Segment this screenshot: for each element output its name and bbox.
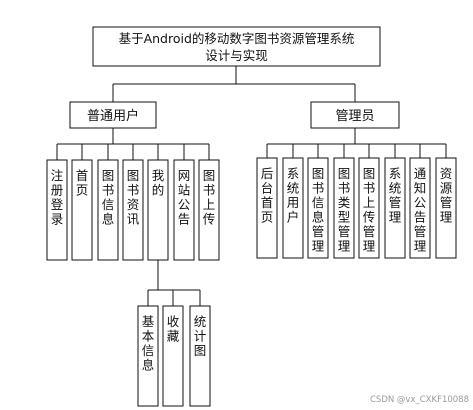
user-feature-label: 我的 — [152, 168, 165, 198]
user-feature-label: 图书上传 — [203, 168, 216, 227]
admin-group-label: 管理员 — [335, 109, 374, 124]
admin-feature-label: 图书信息管理 — [312, 166, 325, 254]
admin-feature-node: 图书上传管理 — [358, 157, 380, 259]
user-feature-label: 图书资讯 — [127, 168, 140, 227]
admin-feature-label: 资源管理 — [440, 166, 453, 225]
user-feature-node: 图书信息 — [97, 159, 119, 261]
admin-feature-label: 图书类型管理 — [338, 166, 351, 254]
mine-feature-label: 收藏 — [167, 314, 180, 344]
admin-feature-node: 资源管理 — [435, 157, 457, 259]
user-feature-label: 图书信息 — [102, 168, 115, 227]
watermark: CSDN @vx_CXKF10088 — [369, 395, 469, 405]
admin-feature-label: 通知公告管理 — [414, 166, 427, 254]
user-feature-label: 网站公告 — [178, 168, 191, 227]
root-node: 基于Android的移动数字图书资源管理系统 设计与实现 — [92, 26, 381, 67]
user-feature-node: 注册登录 — [46, 159, 68, 261]
user-feature-label: 注册登录 — [51, 168, 64, 227]
admin-feature-node: 系统管理 — [384, 157, 406, 259]
connectors — [56, 66, 447, 306]
user-feature-label: 首页 — [76, 168, 89, 198]
admin-feature-node: 图书类型管理 — [333, 157, 355, 259]
mine-feature-node: 收藏 — [162, 305, 184, 407]
admin-feature-label: 系统管理 — [389, 166, 402, 225]
mine-feature-label: 基本信息 — [142, 314, 155, 373]
user-feature-node: 图书上传 — [198, 159, 220, 261]
root-title-line1: 基于Android的移动数字图书资源管理系统 — [119, 31, 355, 46]
mine-feature-node: 统计图 — [189, 305, 211, 407]
root-title-line2: 设计与实现 — [205, 48, 268, 63]
user-feature-node: 图书资讯 — [122, 159, 144, 261]
admin-feature-node: 后台首页 — [256, 157, 278, 259]
admin-feature-label: 图书上传管理 — [363, 166, 376, 254]
admin-feature-node: 图书信息管理 — [307, 157, 329, 259]
admin-group-node: 管理员 — [310, 101, 400, 129]
admin-feature-label: 系统用户 — [287, 166, 300, 225]
user-group-label: 普通用户 — [87, 108, 139, 124]
admin-feature-node: 系统用户 — [282, 157, 304, 259]
user-feature-node: 网站公告 — [173, 159, 195, 261]
mine-feature-node: 基本信息 — [137, 305, 159, 407]
user-group-node: 普通用户 — [69, 101, 157, 129]
user-feature-node: 首页 — [71, 159, 93, 261]
user-feature-node: 我的 — [147, 159, 169, 261]
admin-feature-node: 通知公告管理 — [409, 157, 431, 259]
admin-feature-label: 后台首页 — [261, 166, 274, 225]
mine-feature-label: 统计图 — [194, 314, 207, 358]
